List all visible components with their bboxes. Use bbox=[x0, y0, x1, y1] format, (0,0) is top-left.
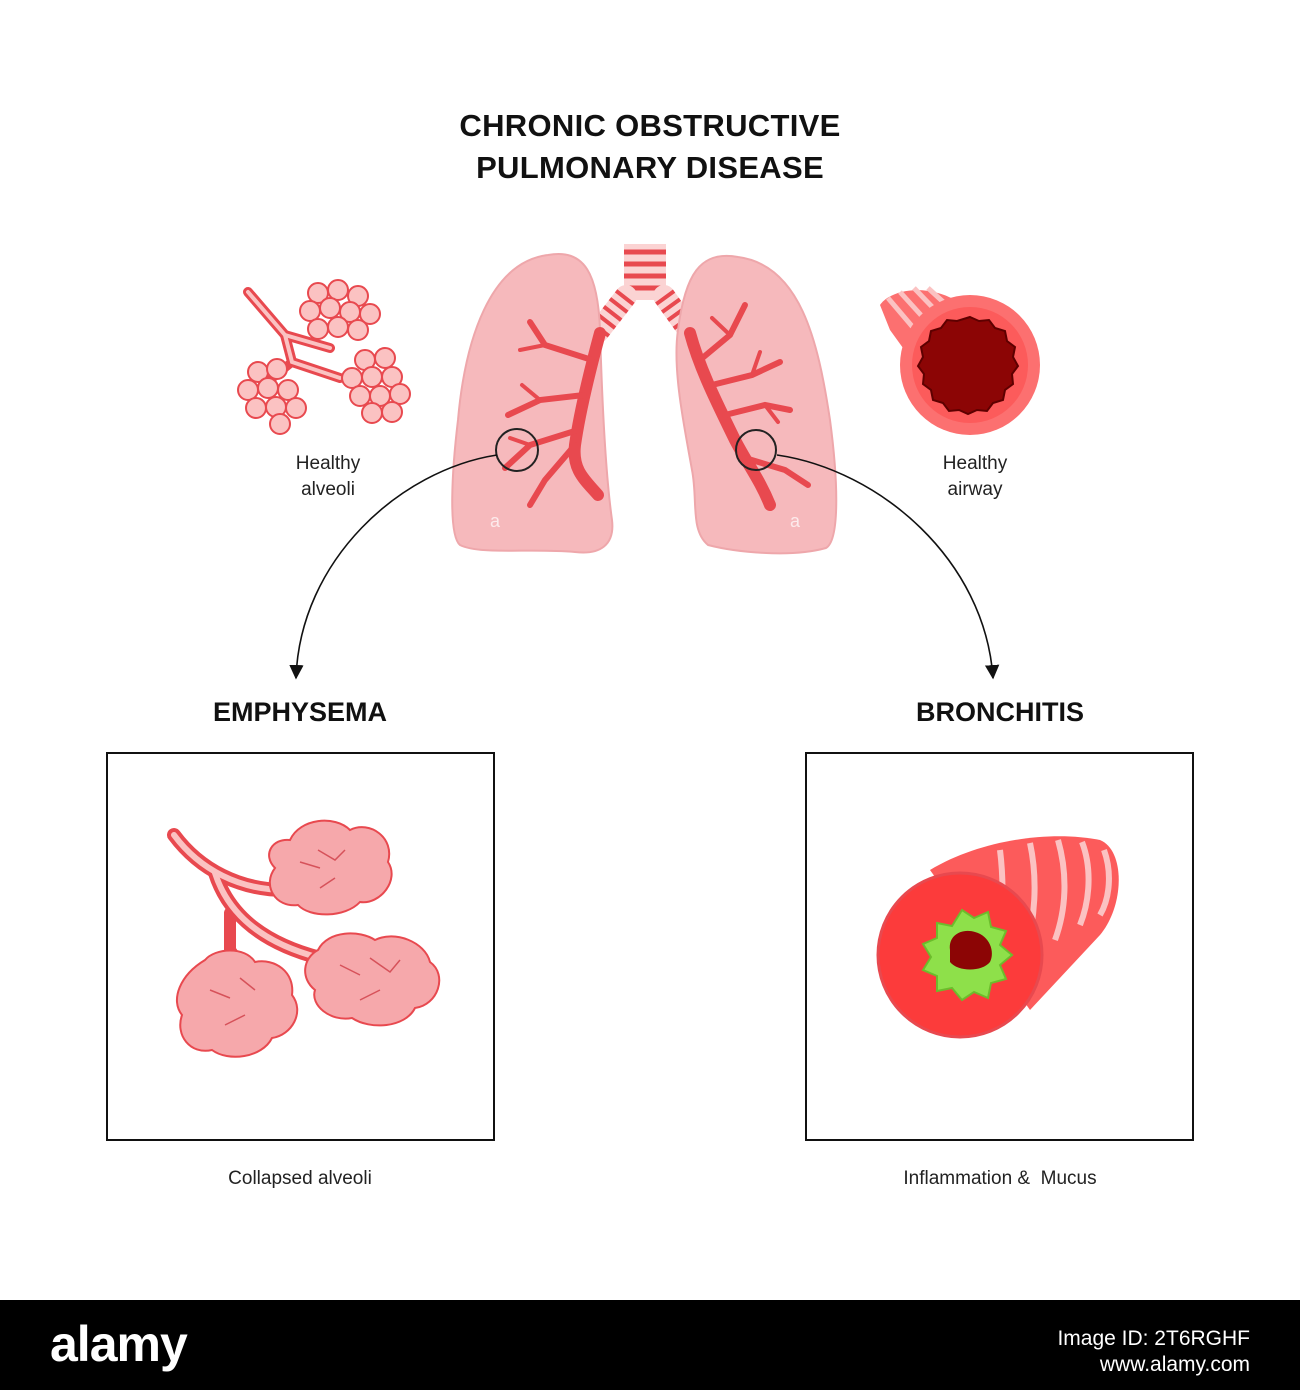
svg-text:a: a bbox=[490, 511, 501, 531]
emphysema-heading: EMPHYSEMA bbox=[212, 697, 388, 727]
bronchitis-heading: BRONCHITIS bbox=[916, 697, 1084, 727]
illustration-canvas: a a bbox=[237, 244, 1040, 680]
image-id-text: Image ID: 2T6RGHF bbox=[1057, 1327, 1250, 1350]
healthy-alveoli-illustration bbox=[237, 279, 411, 435]
healthy-alveoli-label: Healthy alveoli bbox=[268, 451, 388, 503]
arrow-to-bronchitis bbox=[776, 454, 1000, 680]
bronchitis-panel bbox=[805, 752, 1194, 1141]
svg-text:a: a bbox=[790, 511, 801, 531]
footer-bar bbox=[0, 1300, 1300, 1390]
healthy-airway-illustration bbox=[880, 286, 1040, 435]
diagram-title-line-2: PULMONARY DISEASE bbox=[476, 150, 824, 185]
healthy-airway-label: Healthy airway bbox=[915, 451, 1035, 503]
alamy-logo: alamy bbox=[50, 1316, 188, 1372]
emphysema-caption: Collapsed alveoli bbox=[228, 1168, 372, 1189]
emphysema-panel bbox=[106, 752, 495, 1141]
healthy-airway-label-line-1: Healthy bbox=[942, 453, 1008, 474]
image-id-block: Image ID: 2T6RGHF www.alamy.com bbox=[1057, 1326, 1250, 1378]
arrow-to-emphysema bbox=[289, 454, 498, 680]
healthy-alveoli-label-line-2: alveoli bbox=[301, 479, 355, 500]
lungs-illustration: a a bbox=[451, 244, 838, 555]
healthy-alveoli-label-line-1: Healthy bbox=[295, 453, 361, 474]
diagram-title-line-1: CHRONIC OBSTRUCTIVE bbox=[459, 108, 841, 143]
healthy-airway-label-line-2: airway bbox=[947, 479, 1003, 500]
bronchitis-caption: Inflammation & Mucus bbox=[903, 1168, 1097, 1189]
site-url-text: www.alamy.com bbox=[1099, 1353, 1250, 1376]
